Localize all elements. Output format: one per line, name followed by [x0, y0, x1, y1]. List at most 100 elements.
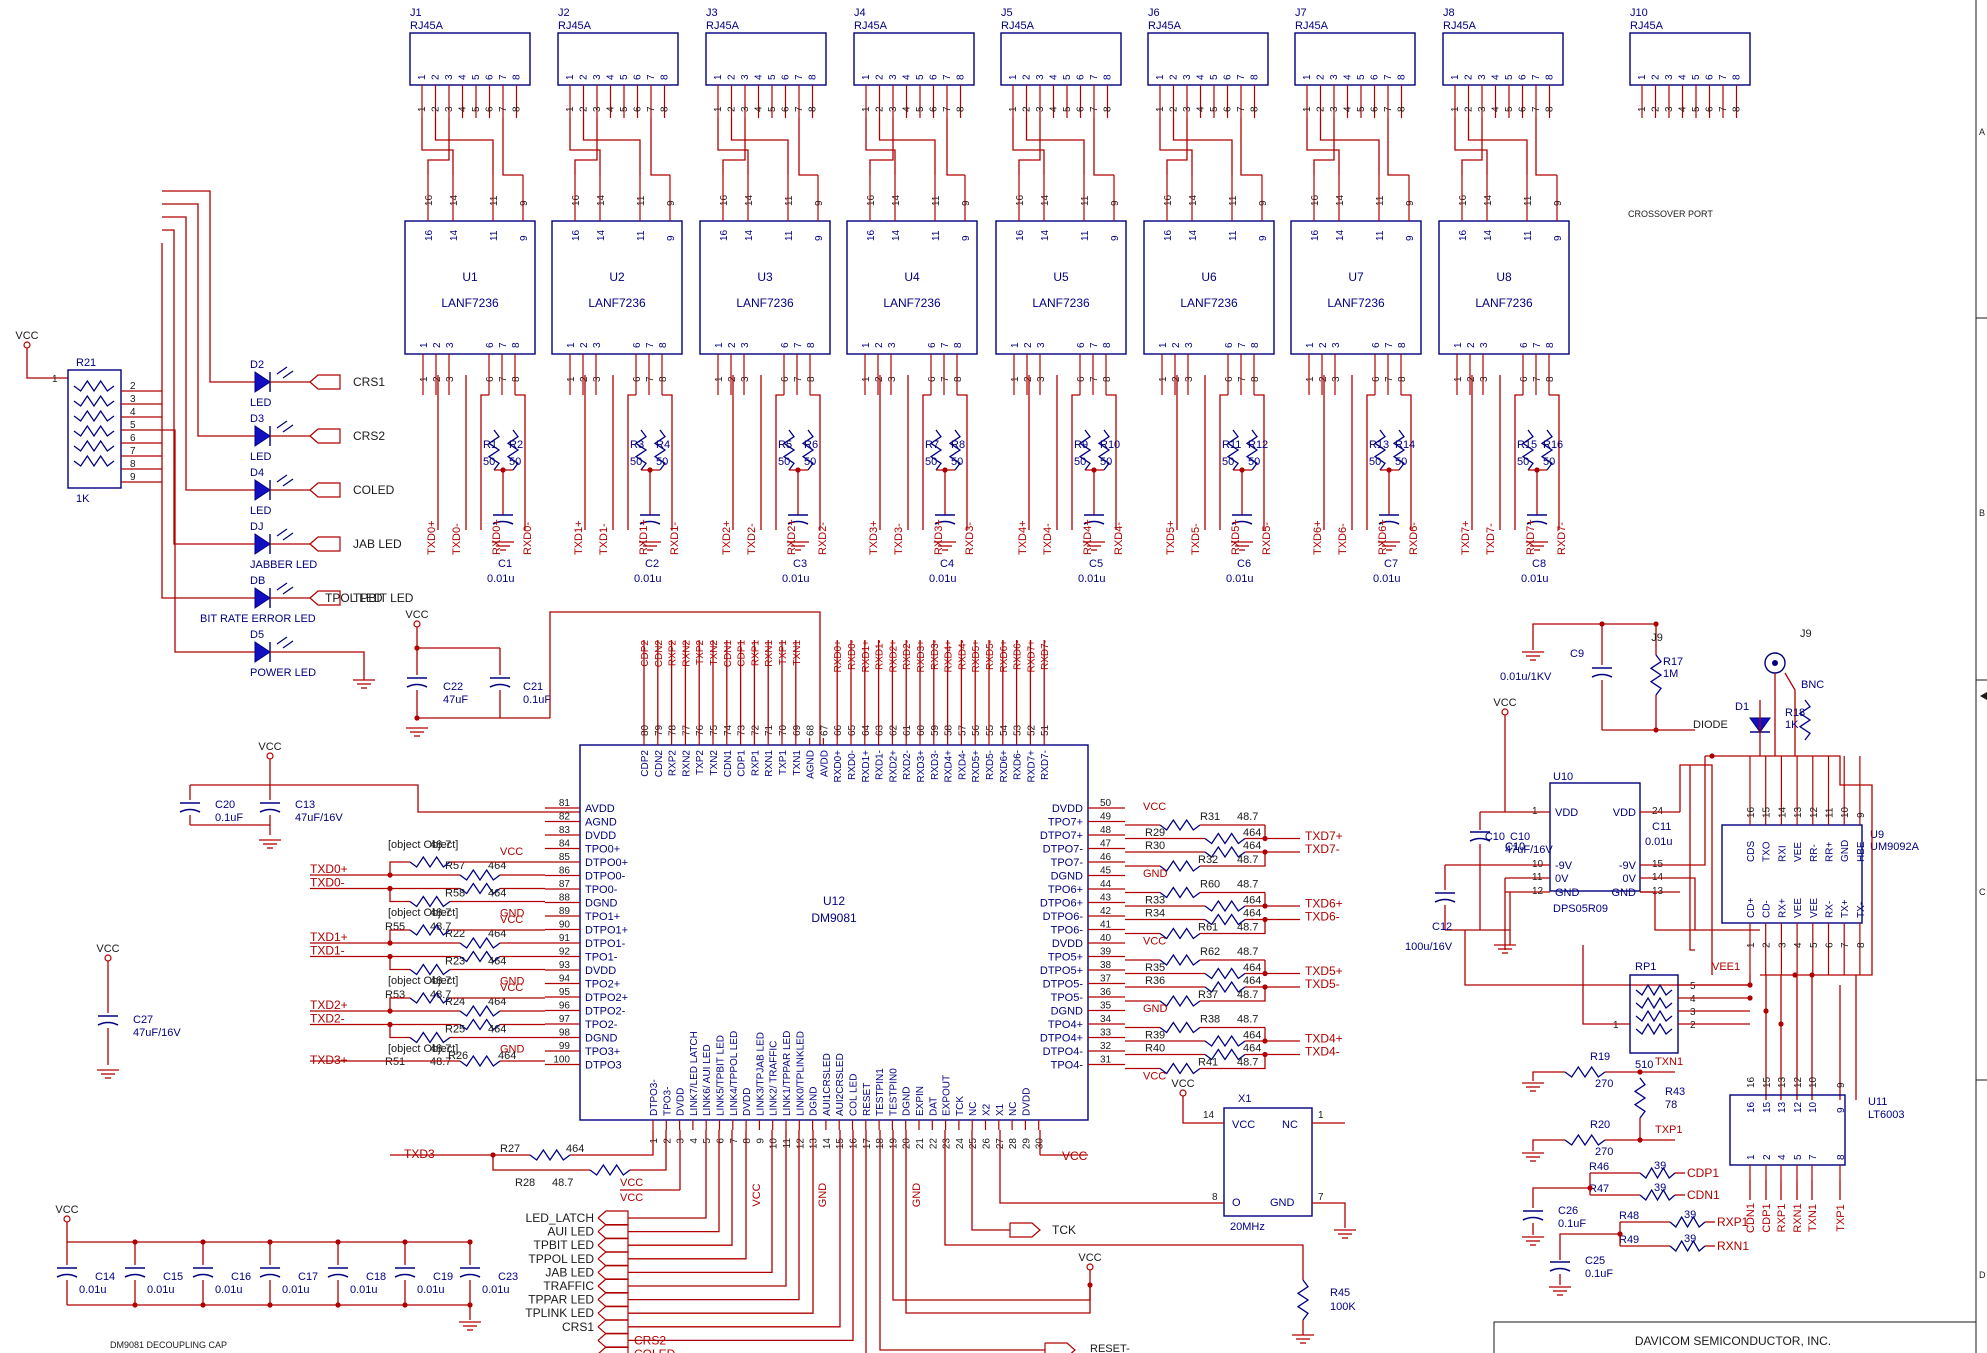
pin-number: 61	[902, 724, 913, 736]
net-label: RXD3+	[933, 519, 945, 555]
pin-number: 2	[1464, 74, 1475, 80]
resistor-symbol	[589, 1163, 631, 1177]
pin-signal: TCK	[955, 1096, 966, 1116]
pin-number: 6	[1076, 376, 1087, 382]
capacitor-value: 47uF/16V	[295, 812, 343, 824]
wire	[628, 1130, 787, 1287]
pin-signal: LINK2/ TRAFFIC	[769, 1041, 780, 1116]
capacitor-plate	[327, 1273, 349, 1278]
pin-signal: LINK1/TPPAR LED	[782, 1031, 793, 1116]
resistor-ref: R60	[1200, 879, 1220, 891]
net-label: RXD7+	[1026, 640, 1037, 673]
resistor-symbol	[1635, 1022, 1673, 1036]
pin-number: 9	[1110, 235, 1121, 241]
net-flag	[309, 482, 341, 498]
wire	[628, 1130, 707, 1219]
pin-number: 16	[849, 1138, 860, 1150]
junction-dot	[1653, 727, 1659, 733]
pin-number: 8	[956, 106, 967, 112]
pin-number: 1	[713, 106, 724, 112]
pin-number: 6	[485, 74, 496, 80]
resistor-symbol	[1204, 980, 1246, 994]
zone-letter: D	[1979, 1270, 1986, 1280]
resistor-value: 270	[1595, 1146, 1613, 1158]
pin-number: 6	[1076, 74, 1087, 80]
wire	[628, 1130, 800, 1301]
net-label: TXD3+	[868, 520, 880, 555]
wire	[1535, 118, 1557, 176]
wire	[944, 1130, 1304, 1280]
net-label: CDP2	[640, 640, 651, 667]
led-net-label: LED_LATCH	[526, 1211, 594, 1225]
pin-number: 22	[928, 1138, 939, 1150]
capacitor-value: 0.01u	[487, 573, 515, 585]
led-ref: D3	[250, 413, 264, 425]
pin-number: 41	[1100, 920, 1112, 931]
pin-number: 7	[1532, 376, 1543, 382]
led-label: POWER LED	[250, 667, 316, 679]
net-label: TXD5+	[1165, 520, 1177, 555]
pin-signal: LINK5/TPBIT LED	[716, 1035, 727, 1116]
capacitor-value: 0.1uF	[1585, 1268, 1613, 1280]
ref-designator: U5	[1053, 270, 1069, 284]
wire	[628, 1130, 720, 1233]
pin-number: 7	[645, 342, 656, 348]
net-label: RXD7+	[1525, 519, 1537, 555]
net-label: RXP1	[1717, 1215, 1749, 1229]
net-flag	[597, 1278, 629, 1294]
vcc-terminal	[1501, 708, 1509, 716]
resistor-ref: R12	[1248, 439, 1268, 451]
pin-number: 4	[1196, 74, 1207, 80]
pin-signal: CDP2	[640, 750, 651, 777]
pin-number: 1	[1155, 106, 1166, 112]
net-flag	[597, 1223, 629, 1240]
net-label: RXD1-	[875, 640, 886, 670]
pin-signal: DTPO3	[585, 1060, 622, 1072]
resistor-symbol	[1159, 994, 1201, 1008]
pin-number: 6	[1371, 376, 1382, 382]
net-label: TXD4-	[1042, 523, 1054, 555]
resistor-symbol	[782, 429, 796, 471]
pin-number: 6	[929, 106, 940, 112]
pin-number: 5	[702, 1138, 713, 1144]
junction-dot	[1637, 1069, 1643, 1075]
pin-signal: RXN2	[681, 750, 692, 777]
pin-number: 29	[1021, 1138, 1032, 1150]
pin-number: 7	[1808, 1154, 1819, 1160]
resistor-value: 50	[1100, 456, 1112, 468]
pin-number: 1	[1453, 376, 1464, 382]
capacitor-plate	[1231, 520, 1253, 525]
pin-signal: TPO1-	[585, 952, 618, 964]
resistor-symbol	[1204, 832, 1246, 845]
wire	[878, 118, 936, 175]
net-flag	[597, 1210, 629, 1226]
capacitor-value: 47uF	[443, 694, 468, 706]
pin-number: 6	[1223, 74, 1234, 80]
pin-number: 92	[559, 947, 571, 958]
pin-number: 1	[861, 74, 872, 80]
ref-designator: U2	[609, 270, 625, 284]
ref-designator: J7	[1295, 7, 1307, 19]
pin-signal: DGND	[902, 1087, 913, 1116]
resistor-value: 510	[1635, 1059, 1653, 1071]
pin-signal: RXD6+	[999, 750, 1010, 783]
led-triangle	[254, 587, 271, 609]
led-net-label: COLED	[634, 1347, 676, 1353]
ref-designator: U6	[1201, 270, 1217, 284]
wire	[1559, 1222, 1621, 1260]
resistor-ref: R51	[385, 1056, 405, 1068]
capacitor-symbol	[787, 514, 809, 525]
net-label: RXP2	[668, 640, 679, 667]
ref-designator: U4	[904, 270, 920, 284]
led-ray	[282, 478, 294, 487]
pin-signal: HBE	[1856, 841, 1867, 862]
pin-signal: RXD4+	[944, 750, 955, 783]
net-label: RXD7-	[1556, 522, 1568, 555]
led-ray	[282, 640, 294, 649]
pin-number: 5	[1209, 74, 1220, 80]
pin-number: 14	[891, 194, 902, 206]
pin-number: 7	[1718, 106, 1729, 112]
